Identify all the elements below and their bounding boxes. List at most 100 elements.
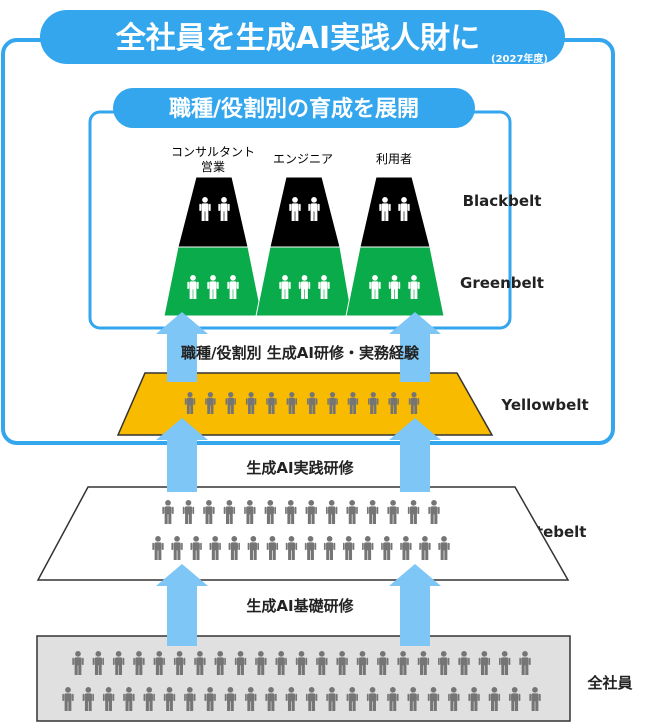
arrow-to-greenbelt-right (389, 312, 441, 382)
all-employees-row2-person-4 (123, 687, 135, 711)
greenbelt-engineer-person-1 (279, 275, 291, 299)
yellowbelt-person-9 (347, 392, 359, 414)
greenbelt-user-person-1 (369, 275, 381, 299)
whitebelt-row1-person-13 (407, 500, 420, 524)
whitebelt-row1-person-7 (285, 500, 297, 524)
all-employees-row2-person-20 (448, 687, 460, 711)
whitebelt-row2-person-15 (419, 536, 431, 560)
whitebelt-row2-person-13 (381, 536, 393, 560)
whitebelt-row1-person-14 (428, 500, 440, 524)
arrow-to-yellowbelt-left (156, 418, 208, 492)
blackbelt-user-block (359, 176, 431, 248)
whitebelt-row2-person-8 (285, 536, 298, 560)
level-label-all-employees: 全社員 (586, 674, 632, 692)
all-employees-row2-person-1 (62, 687, 74, 711)
yellowbelt-person-1 (184, 392, 196, 414)
all-employees-row2-person-3 (102, 687, 115, 711)
all-employees-row2-person-6 (163, 687, 176, 711)
whitebelt-block (36, 486, 570, 581)
main-title-year: (2027年度) (491, 52, 548, 65)
arrow-to-whitebelt-right (389, 564, 441, 646)
role-label-engineer: エンジニア (273, 152, 333, 166)
title-pill (40, 10, 565, 64)
all-employees-row1-person-12 (295, 651, 308, 675)
arrow-to-whitebelt-left (156, 564, 208, 646)
whitebelt-row1-person-2 (182, 500, 195, 524)
all-employees-row2-person-21 (468, 687, 480, 711)
all-employees-row2-person-8 (204, 687, 216, 711)
whitebelt-row2-person-7 (266, 536, 279, 560)
blackbelt-engineer-person-1 (289, 197, 301, 221)
all-employees-row2-person-13 (305, 687, 318, 711)
main-title: 全社員を生成AI実践人財に (115, 21, 480, 56)
all-employees-row1-person-14 (336, 651, 348, 675)
all-employees-row2-person-17 (387, 687, 399, 711)
shapes-layer (36, 176, 571, 722)
all-employees-row2-person-19 (427, 687, 440, 711)
yellowbelt-person-12 (408, 392, 420, 414)
inner-title-pill (113, 88, 475, 128)
blackbelt-engineer-person-2 (308, 197, 320, 221)
whitebelt-row1-person-1 (162, 500, 174, 524)
blackbelt-user-person-2 (398, 197, 410, 221)
level-label-blackbelt: Blackbelt (463, 192, 542, 210)
arrow-to-yellowbelt-right (389, 418, 441, 492)
greenbelt-user-person-3 (408, 275, 420, 299)
all-employees-row1-person-11 (275, 651, 287, 675)
blackbelt-consultant-block (177, 176, 249, 248)
all-employees-row1-person-21 (478, 651, 491, 675)
whitebelt-row1-person-10 (346, 500, 358, 524)
all-employees-row1-person-1 (72, 651, 84, 675)
greenbelt-consultant-person-3 (227, 275, 239, 299)
all-employees-row1-person-2 (92, 651, 104, 675)
yellowbelt-person-10 (368, 392, 379, 414)
all-employees-row1-person-9 (234, 651, 247, 675)
all-employees-row1-person-15 (356, 651, 369, 675)
yellowbelt-person-8 (327, 392, 338, 414)
whitebelt-row2-person-4 (209, 536, 221, 560)
training-label-practice: 生成AI実践研修 (246, 459, 354, 477)
all-employees-row2-person-10 (245, 687, 257, 711)
greenbelt-engineer-person-2 (298, 275, 311, 299)
whitebelt-row1-person-8 (305, 500, 317, 524)
training-label-role: 職種/役割別 生成AI研修・実務経験 (181, 344, 420, 362)
yellowbelt-person-6 (286, 392, 298, 414)
all-employees-row2-person-2 (82, 687, 94, 711)
yellowbelt-person-7 (306, 392, 318, 414)
level-label-greenbelt: Greenbelt (460, 274, 544, 292)
yellowbelt-person-2 (205, 392, 216, 414)
role-label-user: 利用者 (376, 152, 412, 166)
whitebelt-row2-person-2 (171, 536, 183, 560)
all-employees-row1-person-7 (194, 651, 206, 675)
whitebelt-row2-person-14 (400, 536, 412, 560)
all-employees-block (36, 635, 571, 722)
all-employees-row2-person-9 (224, 687, 237, 711)
whitebelt-row1-person-12 (387, 500, 399, 524)
all-employees-row2-person-5 (143, 687, 155, 711)
yellowbelt-person-5 (266, 392, 277, 414)
all-employees-row1-person-19 (438, 651, 450, 675)
training-label-basic: 生成AI基礎研修 (246, 597, 354, 615)
yellowbelt-block (116, 372, 494, 436)
all-employees-row2-person-11 (265, 687, 277, 711)
blackbelt-user-person-1 (379, 197, 391, 221)
greenbelt-consultant-person-1 (187, 275, 199, 299)
role-label-consultant: コンサルタント (171, 145, 255, 159)
whitebelt-row2-person-6 (247, 536, 260, 560)
whitebelt-row2-person-11 (342, 536, 355, 560)
whitebelt-row2-person-10 (323, 536, 336, 560)
all-employees-row1-person-17 (397, 651, 409, 675)
yellowbelt-person-11 (388, 392, 399, 414)
whitebelt-row1-person-6 (264, 500, 276, 524)
all-employees-row2-person-18 (407, 687, 419, 711)
all-employees-row1-person-8 (214, 651, 226, 675)
all-employees-row1-person-20 (458, 651, 470, 675)
yellowbelt-person-4 (245, 392, 257, 414)
whitebelt-row2-person-1 (152, 536, 164, 560)
all-employees-row1-person-5 (153, 651, 165, 675)
whitebelt-row2-person-16 (438, 536, 450, 560)
whitebelt-row1-person-11 (366, 500, 379, 524)
all-employees-row1-person-16 (377, 651, 389, 675)
whitebelt-row2-person-3 (190, 536, 202, 560)
